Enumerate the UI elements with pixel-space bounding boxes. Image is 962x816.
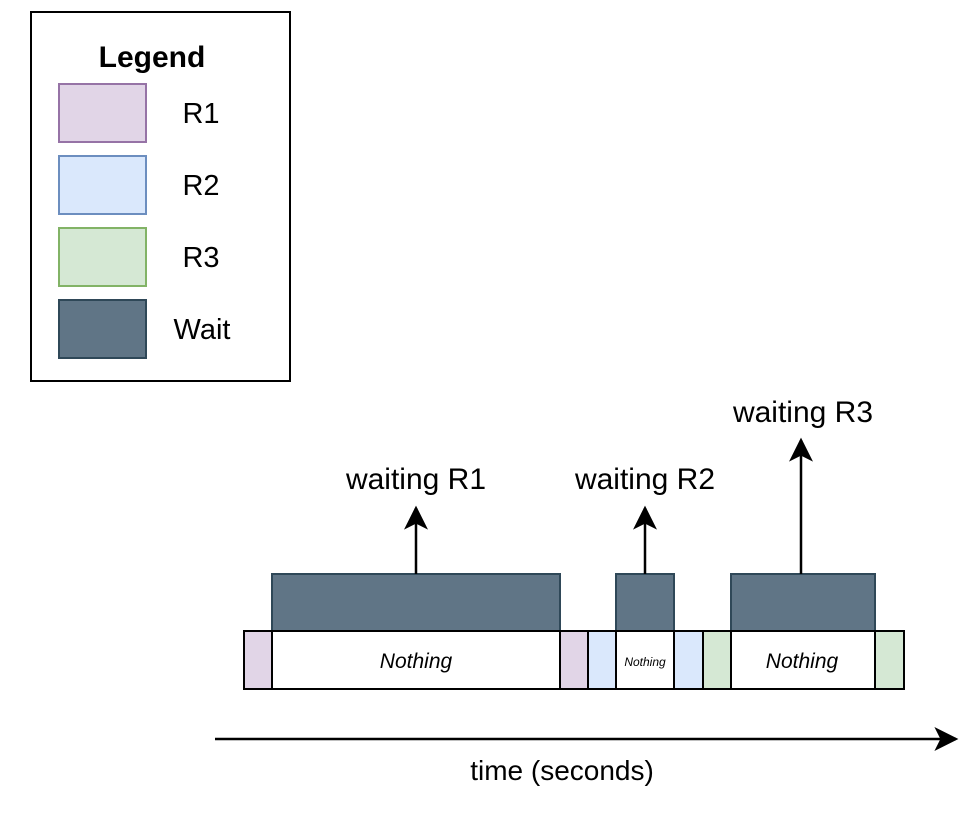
wait-block-3 [730, 573, 876, 632]
segment-nothing-1 [271, 630, 561, 690]
legend-label-r3: R3 [182, 242, 219, 274]
segment-r1-start [243, 630, 273, 690]
wait-label-r1: waiting R1 [345, 463, 486, 496]
legend-label-wait: Wait [174, 314, 231, 346]
segment-r3-end [874, 630, 905, 690]
time-axis-label: time (seconds) [470, 755, 654, 786]
wait-annotations: waiting R1 waiting R2 waiting R3 [345, 396, 873, 574]
segment-nothing-2 [615, 630, 675, 690]
segment-nothing-3-label: Nothing [766, 650, 839, 673]
wait-label-r2: waiting R2 [574, 463, 715, 496]
legend-swatch-r1 [58, 83, 147, 143]
legend-label-r2: R2 [182, 170, 219, 202]
timeline-bar: Nothing Nothing Nothing [243, 630, 905, 690]
segment-nothing-2-label: Nothing [624, 655, 666, 669]
wait-block-1 [271, 573, 561, 632]
legend-swatch-wait [58, 299, 147, 359]
wait-label-r3: waiting R3 [732, 396, 873, 429]
legend-label-r1: R1 [182, 98, 219, 130]
legend: Legend R1 R2 R3 Wait [30, 11, 291, 382]
segment-r1-end [559, 630, 589, 690]
wait-block-2 [615, 573, 675, 632]
legend-swatch-r2 [58, 155, 147, 215]
legend-swatch-r3 [58, 227, 147, 287]
segment-r2-end [673, 630, 704, 690]
time-axis: time (seconds) [215, 727, 959, 786]
wait-blocks [271, 573, 876, 632]
segment-nothing-1-label: Nothing [380, 650, 453, 673]
legend-title: Legend [99, 41, 206, 74]
segment-r3-start [702, 630, 732, 690]
segment-r2-start [587, 630, 617, 690]
